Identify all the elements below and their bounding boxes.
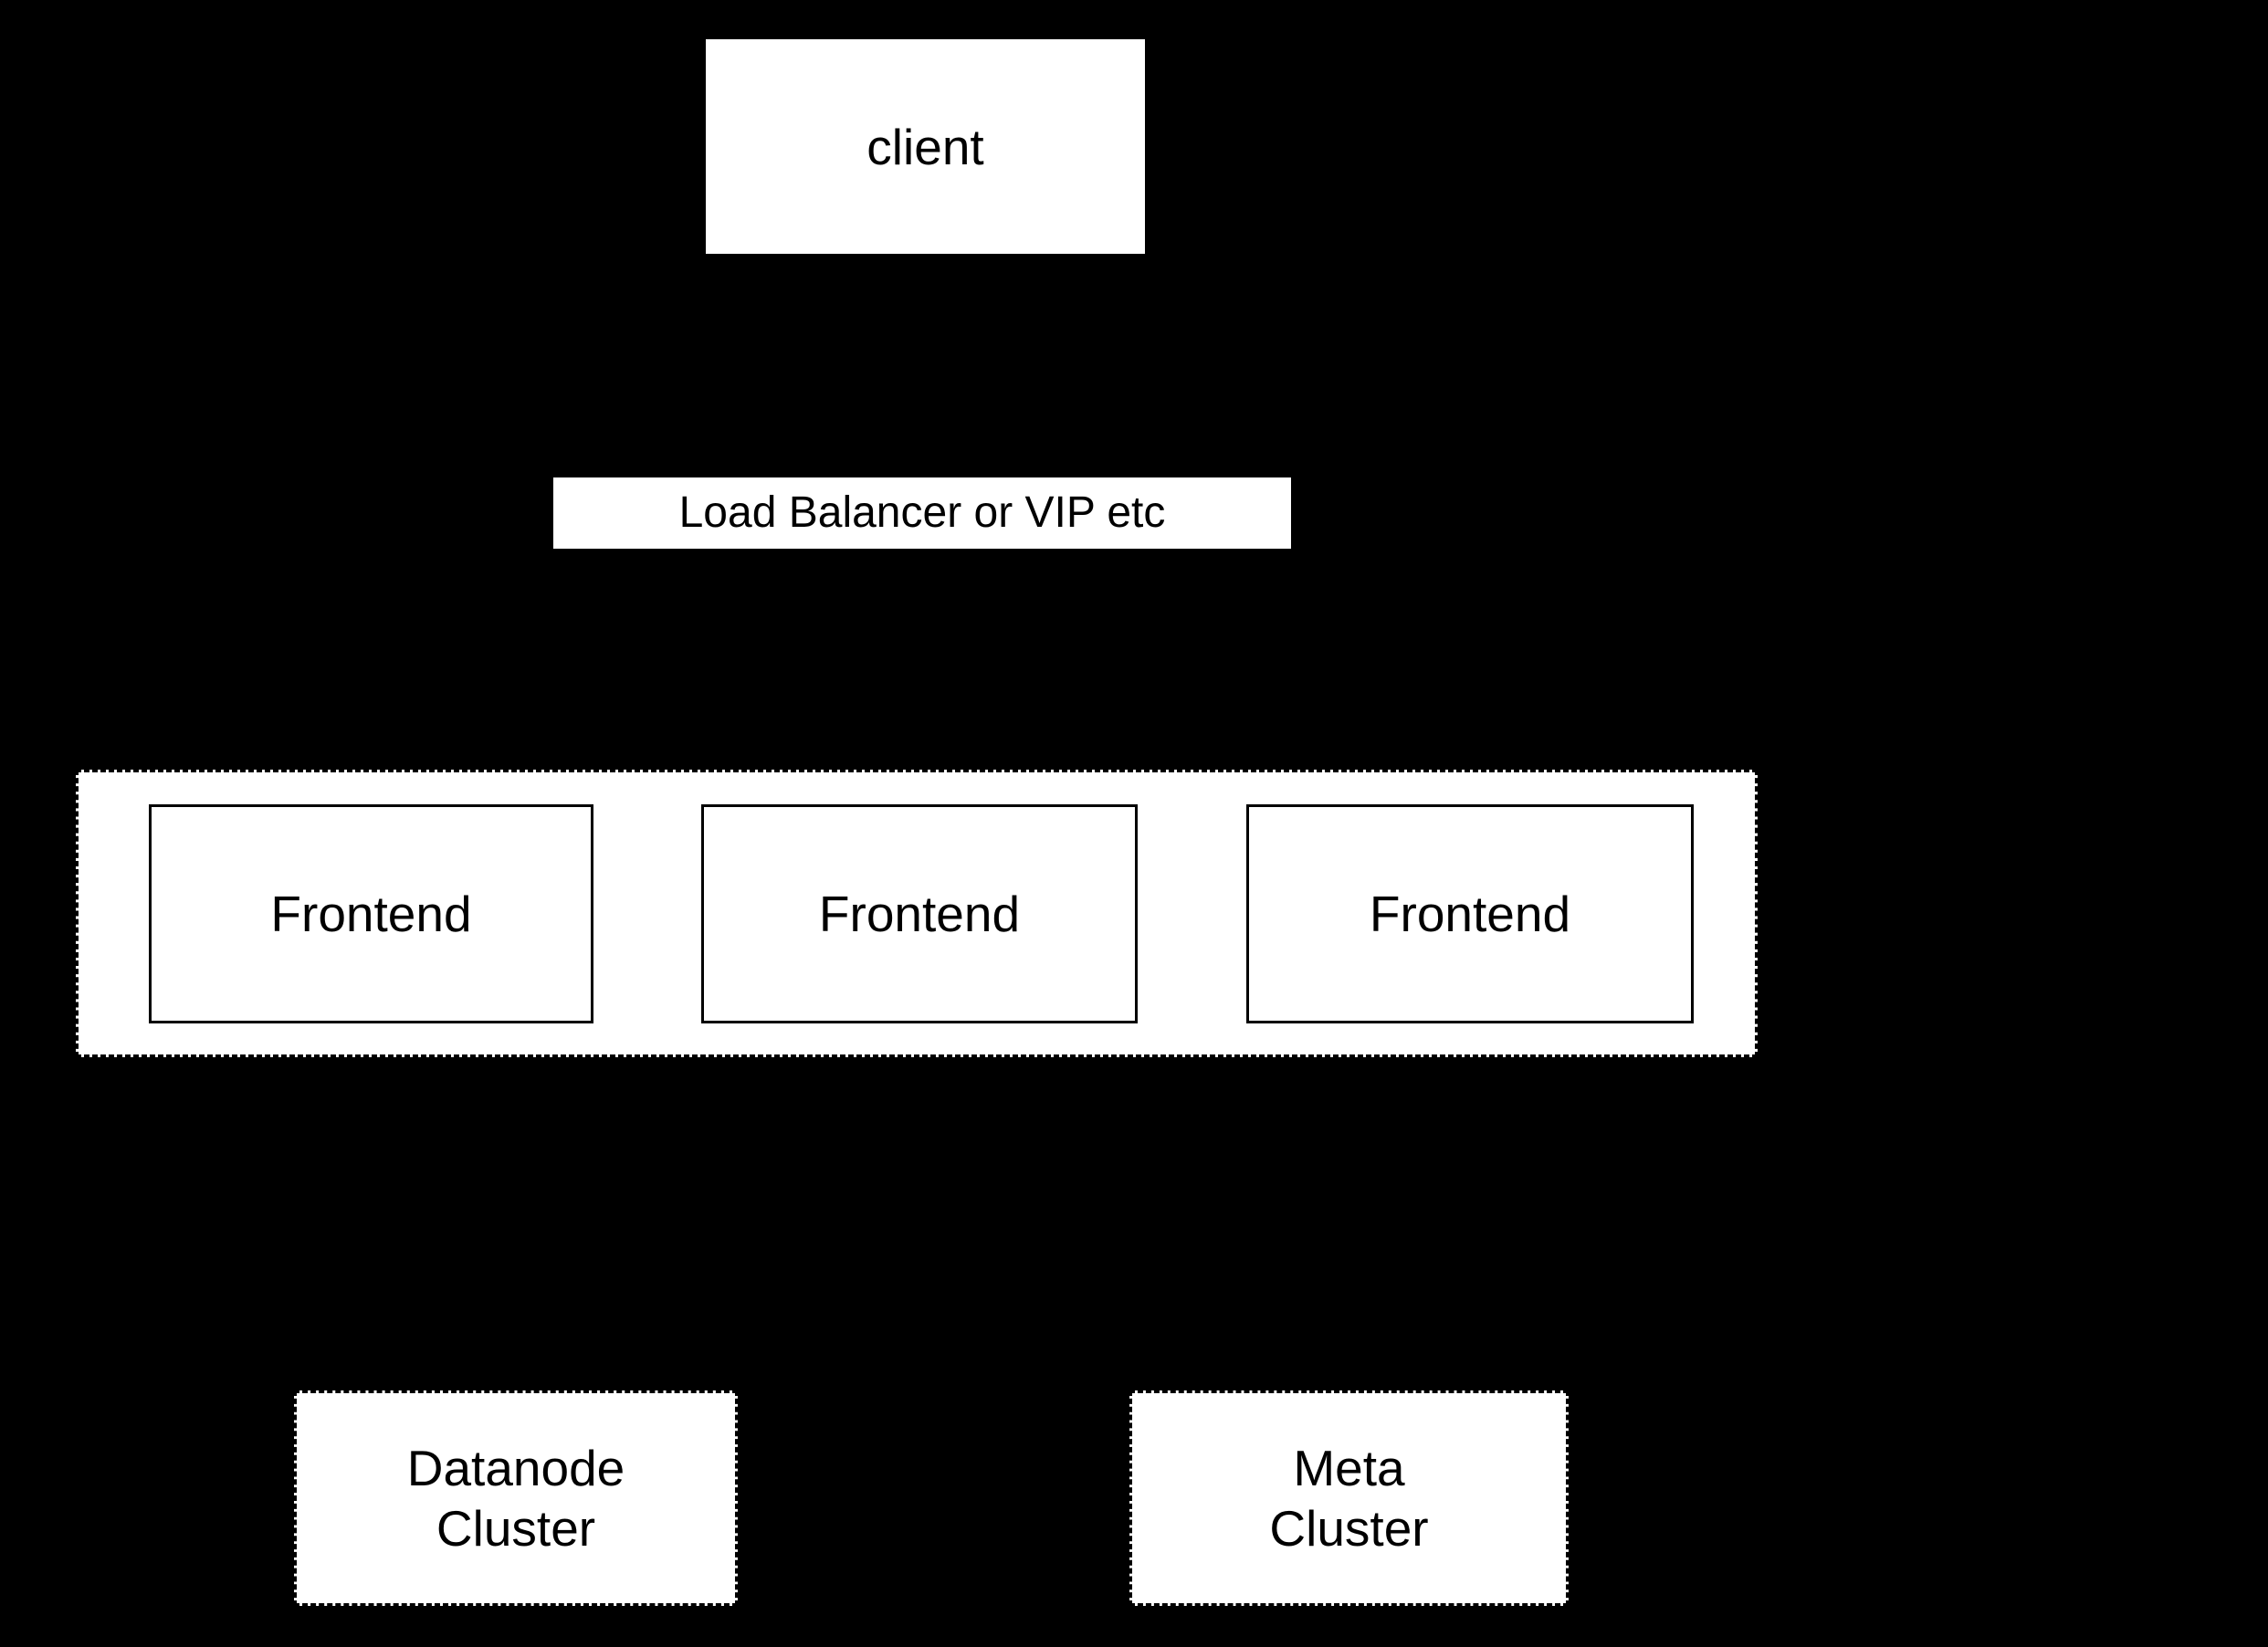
- load-balancer-node: Load Balancer or VIP etc: [553, 477, 1291, 549]
- datanode-cluster-node: Datanode Cluster: [294, 1390, 738, 1606]
- load-balancer-label: Load Balancer or VIP etc: [678, 488, 1166, 538]
- meta-cluster-node: Meta Cluster: [1129, 1390, 1569, 1606]
- frontend-label-3: Frontend: [1369, 886, 1571, 942]
- client-label: client: [866, 118, 984, 175]
- frontend-node-2: Frontend: [701, 804, 1138, 1023]
- frontend-label-2: Frontend: [818, 886, 1021, 942]
- datanode-cluster-label: Datanode Cluster: [406, 1440, 625, 1557]
- meta-cluster-label: Meta Cluster: [1269, 1440, 1429, 1557]
- frontend-node-3: Frontend: [1246, 804, 1694, 1023]
- frontend-group-container: Frontend Frontend Frontend: [76, 770, 1758, 1057]
- frontend-label-1: Frontend: [270, 886, 472, 942]
- frontend-node-1: Frontend: [149, 804, 593, 1023]
- client-node: client: [706, 39, 1145, 254]
